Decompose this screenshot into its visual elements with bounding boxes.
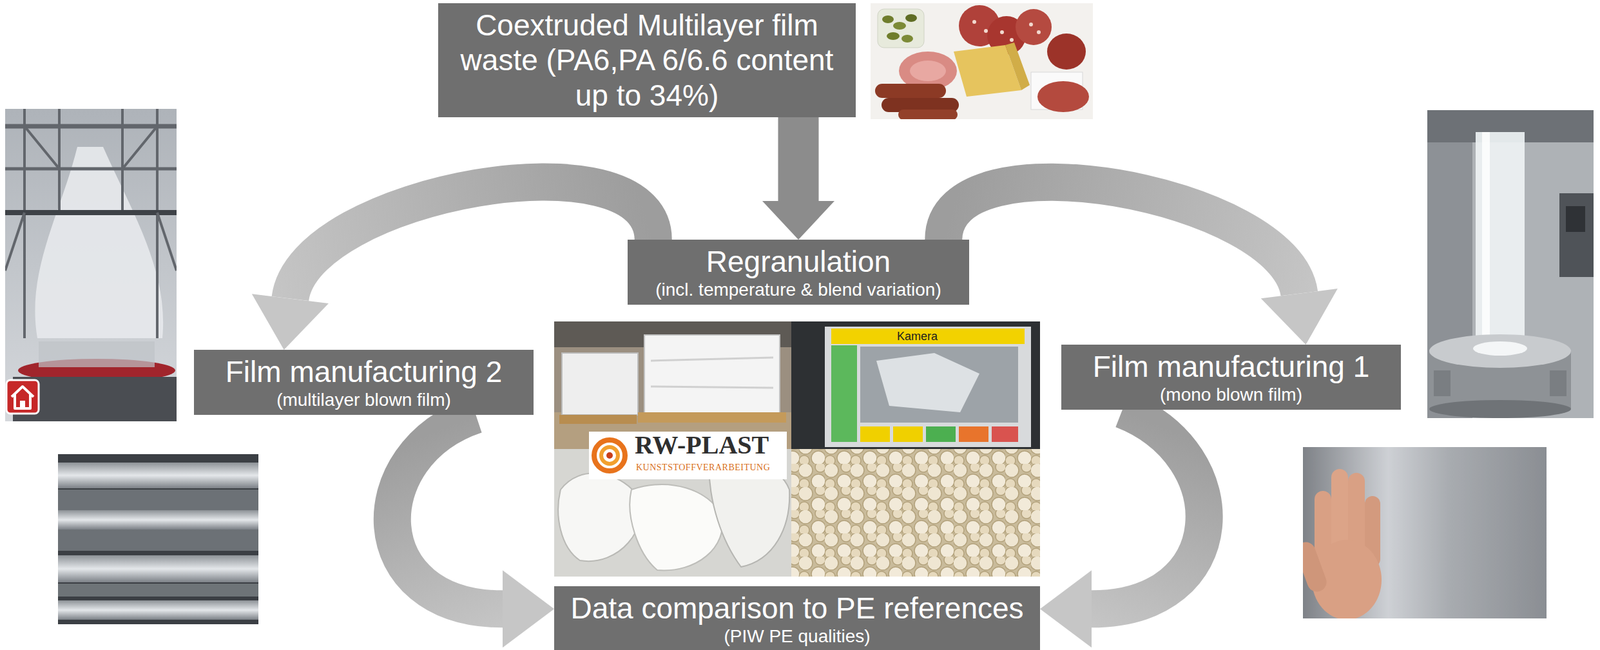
box-title: Data comparison to PE references <box>570 590 1024 626</box>
film-hand-photo <box>1302 447 1547 619</box>
box-title: Film manufacturing 2 <box>225 354 503 390</box>
arrow-head <box>1040 570 1092 648</box>
logo-text: RW-PLAST <box>634 432 769 459</box>
process-box: Data comparison to PE references(PIW PE … <box>554 586 1041 650</box>
arrow-head <box>502 570 555 648</box>
box-subtitle: (incl. temperature & blend variation) <box>655 279 942 301</box>
blown-film-die-photo <box>1427 110 1594 419</box>
arrow-band <box>1091 409 1205 609</box>
process-box: Regranulation(incl. temperature & blend … <box>627 239 970 305</box>
arrow-band <box>289 182 653 299</box>
box-subtitle: (mono blown film) <box>1159 384 1303 406</box>
box-title: Film manufacturing 1 <box>1092 349 1370 385</box>
process-box: Coextruded Multilayer film waste (PA6,PA… <box>438 3 856 118</box>
flow-arrow <box>392 414 555 648</box>
blown-film-tower-photo <box>5 108 177 422</box>
film-roll-photo <box>57 454 259 625</box>
food-photo <box>870 3 1093 120</box>
logo-subtext: KUNSTSTOFFVERARBEITUNG <box>636 463 771 473</box>
flow-arrow <box>1040 409 1205 648</box>
process-box: Film manufacturing 1(mono blown film) <box>1061 344 1401 410</box>
box-title: Coextruded Multilayer film waste (PA6,PA… <box>447 7 847 113</box>
flow-arrow <box>762 117 835 240</box>
box-subtitle: (multilayer blown film) <box>276 389 452 411</box>
arrow-band <box>943 182 1300 294</box>
regranulation-collage <box>554 321 1041 577</box>
box-title: Regranulation <box>706 244 891 280</box>
arrow-band <box>392 414 503 609</box>
box-subtitle: (PIW PE qualities) <box>723 626 870 647</box>
arrow-head <box>1261 288 1338 345</box>
arrow-band <box>778 117 820 202</box>
arrow-head <box>251 293 329 350</box>
screen-title: Kamera <box>896 328 938 345</box>
flow-arrow <box>943 182 1338 345</box>
company-logo <box>588 431 787 480</box>
process-box: Film manufacturing 2(multilayer blown fi… <box>193 349 534 415</box>
flow-arrow <box>251 182 654 350</box>
arrow-head <box>762 201 835 240</box>
